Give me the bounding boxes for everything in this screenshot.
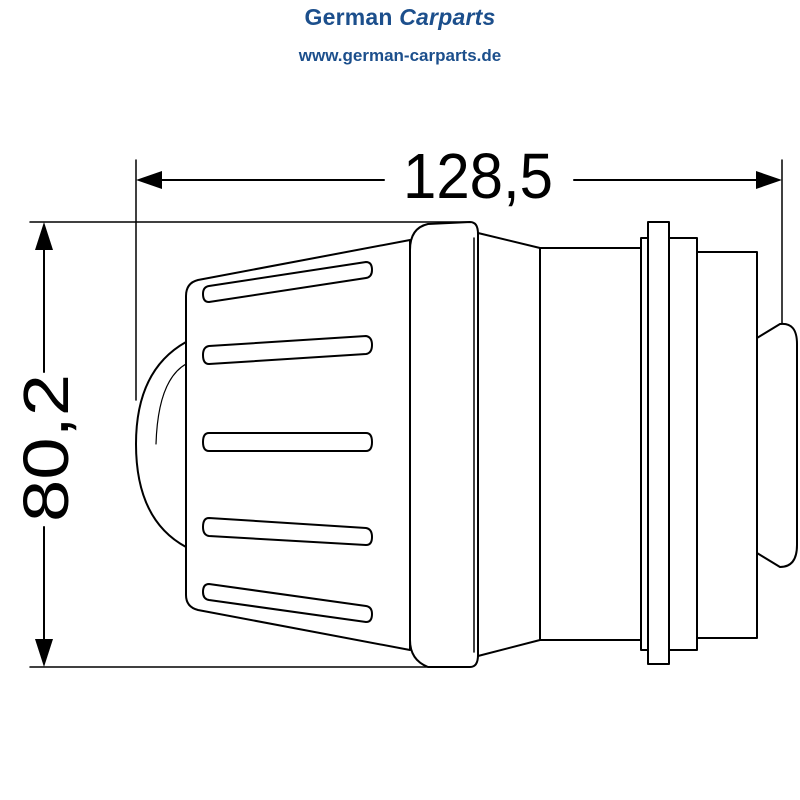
left-arrow-icon [136,171,162,189]
collar [477,232,541,657]
right-arrow-icon [756,171,782,189]
bezel-ring [409,221,479,668]
front-lens [135,341,187,548]
up-arrow-icon [35,222,53,250]
mounting-flange [640,221,698,665]
brand-logo: German Carparts [0,4,800,31]
cone-slots [202,261,373,623]
rear-cap [756,322,798,568]
extension-lines [29,159,783,668]
brand-url[interactable]: www.german-carparts.de [298,46,502,65]
rear-housing [696,251,758,639]
main-housing [539,247,642,641]
brand-name-second: Carparts [399,4,496,30]
height-label: 80,2 [10,374,82,522]
length-label: 128,5 [403,140,553,212]
protective-cone [185,239,411,651]
brand-name-first: German [304,4,400,30]
down-arrow-icon [35,639,53,667]
height-dimension-line [35,222,53,667]
brand-header: German Carparts www.german-carparts.de [0,0,800,78]
length-dimension-line [136,171,782,189]
